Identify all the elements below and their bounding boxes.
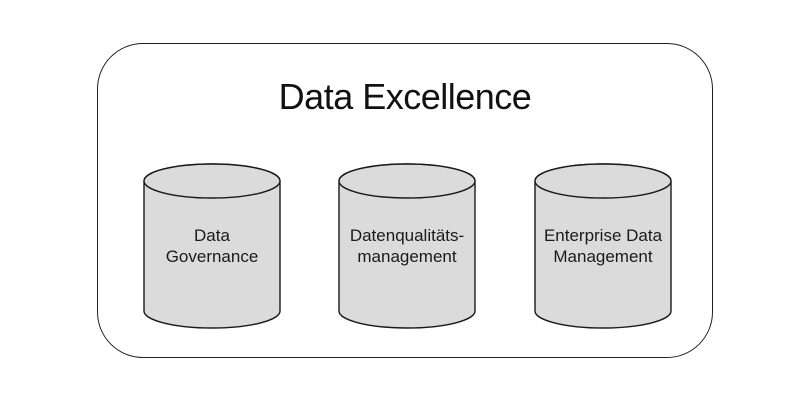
cylinder-label-enterprise-data-management: Enterprise Data Management [534, 225, 672, 267]
cylinder-datenqualitaetsmanagement: Datenqualitäts- management [338, 163, 476, 329]
database-cylinder-icon [143, 163, 281, 329]
cylinder-label-line: Enterprise Data [543, 226, 663, 245]
diagram-title: Data Excellence [278, 76, 532, 117]
cylinder-label-line: management [357, 247, 457, 266]
cylinder-enterprise-data-management: Enterprise Data Management [534, 163, 672, 329]
cylinder-label-line: Governance [165, 247, 259, 266]
cylinder-label-data-governance: Data Governance [143, 225, 281, 267]
database-cylinder-icon [338, 163, 476, 329]
cylinder-label-line: Data [194, 226, 230, 245]
cylinder-label-line: Management [553, 247, 653, 266]
cylinder-label-line: Datenqualitäts- [349, 226, 465, 245]
database-cylinder-icon [534, 163, 672, 329]
data-excellence-container: Data Excellence Data Governance Datenqua… [97, 43, 713, 358]
cylinder-label-datenqualitaetsmanagement: Datenqualitäts- management [338, 225, 476, 267]
cylinder-data-governance: Data Governance [143, 163, 281, 329]
